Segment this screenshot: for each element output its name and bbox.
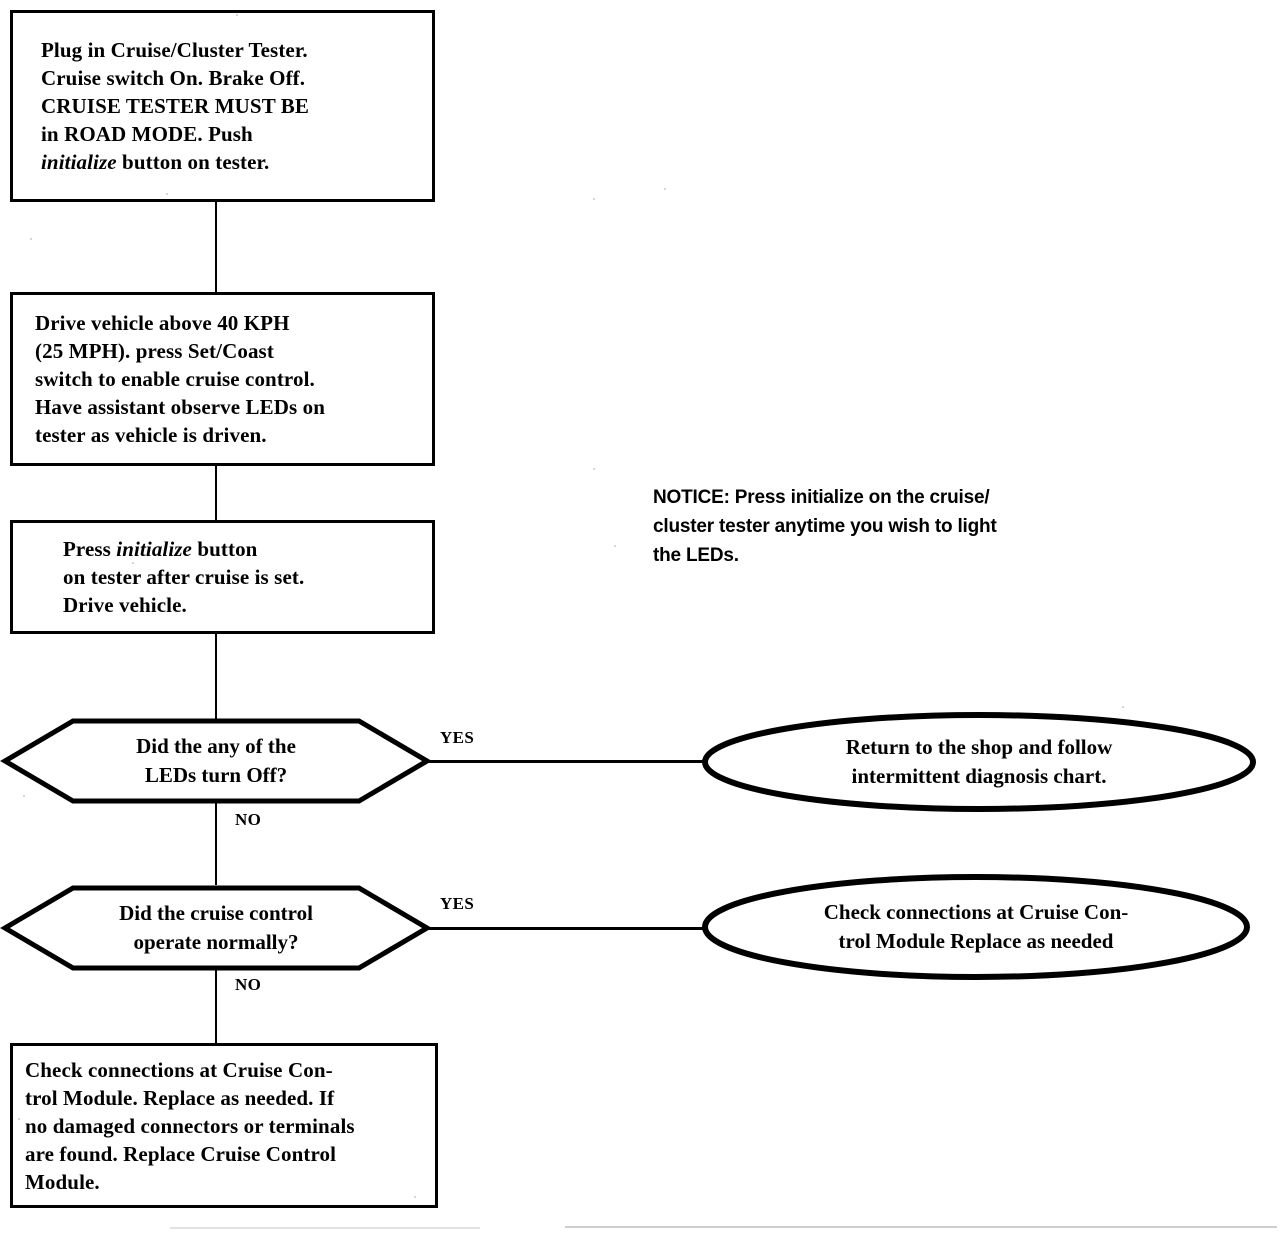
scan-speck-5	[664, 188, 666, 190]
scan-artifact-left	[170, 1227, 480, 1229]
terminator-check-connections: Check connections at Cruise Con- trol Mo…	[700, 873, 1252, 981]
terminator-check-connections-text: Check connections at Cruise Con- trol Mo…	[823, 900, 1129, 953]
edge-label-yes-leds: YES	[440, 728, 475, 747]
terminator-ellipse-shape	[702, 712, 1256, 812]
process-box-press-initialize-text: Press initialize button on tester after …	[63, 537, 305, 617]
scan-speck-11	[132, 562, 134, 564]
decision-leds-turn-off: Did the any of the LEDs turn Off?	[0, 718, 432, 804]
scan-speck-2	[166, 193, 168, 195]
scan-speck-7	[614, 545, 616, 547]
process-box-plug-in-tester: Plug in Cruise/Cluster Tester. Cruise sw…	[10, 10, 435, 202]
scan-artifact-right	[565, 1226, 1277, 1228]
terminator-ellipse-shape-2	[702, 874, 1250, 980]
decision-hexagon-shape-2	[0, 885, 432, 971]
scan-speck-1	[236, 14, 238, 16]
connector-yes-leds-to-return-shop	[428, 760, 704, 763]
connector-press-to-decision-leds	[215, 634, 217, 720]
decision-cruise-operate-normally: Did the cruise control operate normally?	[0, 885, 432, 971]
edge-label-no-leds: NO	[235, 810, 262, 829]
process-box-check-connections-replace-text: Check connections at Cruise Con- trol Mo…	[25, 1057, 355, 1194]
connector-plug-to-drive	[215, 202, 217, 293]
process-box-press-initialize: Press initialize button on tester after …	[10, 520, 435, 634]
process-box-check-connections-replace: Check connections at Cruise Con- trol Mo…	[10, 1043, 438, 1208]
connector-drive-to-press	[215, 466, 217, 520]
terminator-return-to-shop: Return to the shop and follow intermitte…	[700, 711, 1258, 813]
initialize-emphasis: initialize	[41, 150, 117, 174]
edge-label-no-cruise: NO	[235, 975, 262, 994]
scan-speck-6	[593, 468, 595, 470]
connector-yes-cruise-to-check-connections	[428, 927, 706, 930]
scan-speck-3	[30, 238, 32, 240]
decision-cruise-operate-normally-text: Did the cruise control operate normally?	[119, 901, 313, 954]
scan-speck-4	[593, 198, 595, 200]
terminator-return-to-shop-text: Return to the shop and follow intermitte…	[845, 735, 1113, 788]
connector-no-leds-to-decision-cruise	[215, 802, 217, 885]
scan-speck-9	[18, 1118, 20, 1120]
process-box-plug-in-tester-text: Plug in Cruise/Cluster Tester. Cruise sw…	[41, 38, 310, 174]
process-box-drive-vehicle: Drive vehicle above 40 KPH (25 MPH). pre…	[10, 292, 435, 466]
scan-speck-12	[1122, 706, 1124, 708]
decision-hexagon-shape	[0, 718, 432, 804]
decision-leds-turn-off-text: Did the any of the LEDs turn Off?	[136, 734, 296, 787]
initialize-emphasis-2: initialize	[116, 537, 192, 561]
edge-label-yes-cruise: YES	[440, 894, 475, 913]
notice-text: NOTICE: Press initialize on the cruise/ …	[653, 487, 997, 566]
process-box-drive-vehicle-text: Drive vehicle above 40 KPH (25 MPH). pre…	[35, 311, 326, 447]
scan-speck-10	[414, 1196, 416, 1198]
connector-no-cruise-to-final-step	[215, 969, 217, 1043]
scan-speck-8	[23, 795, 25, 797]
